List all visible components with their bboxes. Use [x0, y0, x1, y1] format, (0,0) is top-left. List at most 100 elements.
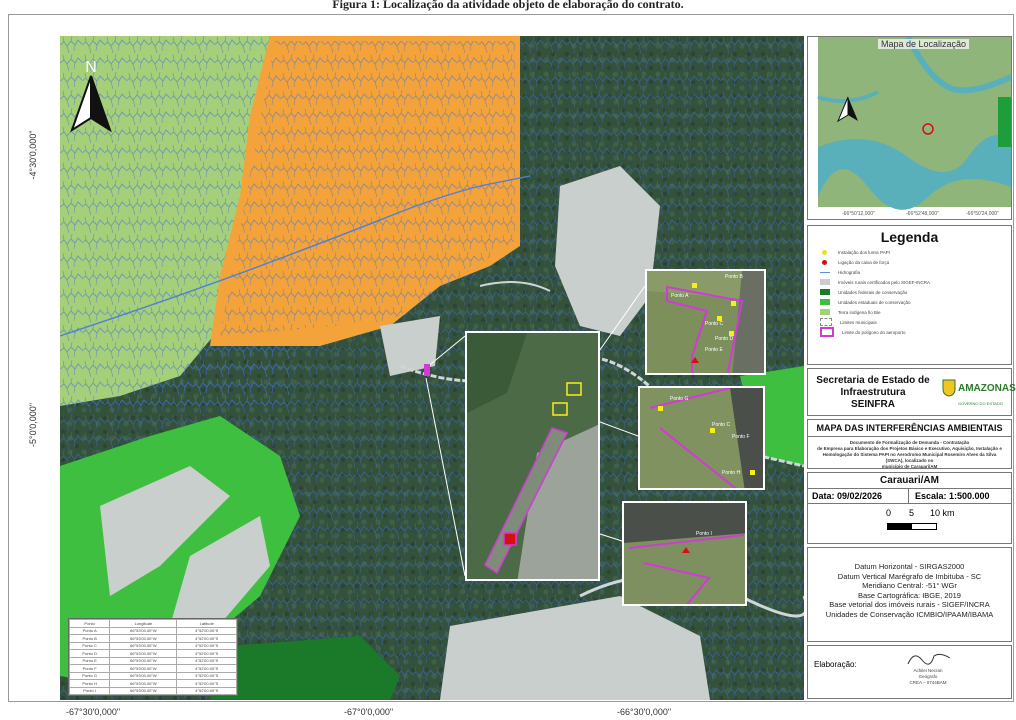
- label-ponto-c2: Ponto C: [712, 422, 731, 428]
- legend-item: Ligação da caixa de força: [820, 257, 1011, 267]
- datum-line5: Base vetorial dos imóveis rurais - SIGEF…: [829, 600, 990, 609]
- table-header: Latitude: [176, 619, 237, 628]
- location-map-title: Mapa de Localização: [878, 39, 970, 49]
- doc-line1: Documento de Formalização de Demanda - C…: [849, 440, 970, 445]
- table-header-row: Ponto Longitude Latitude: [68, 619, 237, 628]
- logo-text: AMAZONAS: [958, 382, 1016, 394]
- elaborator-role: Geógrafo: [918, 674, 938, 679]
- doc-line5: município de Carauari/AM: [881, 464, 938, 469]
- institution-line1: Secretaria de Estado de: [816, 375, 930, 386]
- label-ponto-h: Ponto H: [722, 470, 741, 476]
- location-map[interactable]: Mapa de Localização -66°50'12,000" -66°5…: [807, 36, 1012, 220]
- coord-x-1: -67°30'0,000": [66, 707, 121, 717]
- table-header: Ponto: [68, 619, 111, 628]
- coord-y-1: -4°30'0,000": [28, 130, 38, 180]
- loc-coord-x-3: -66°50'24,000": [966, 211, 999, 217]
- datum-block: Datum Horizontal - SIRGAS2000 Datum Vert…: [807, 547, 1012, 642]
- map-title: MAPA DAS INTERFERÊNCIAS AMBIENTAIS: [816, 423, 1003, 433]
- legend-item: Limites municipais: [820, 317, 1011, 327]
- callout-point-i: Ponto I: [622, 501, 747, 606]
- legend-item: Instalação dos lumis PAPI: [820, 247, 1011, 257]
- place-name: Carauari/AM: [880, 475, 939, 486]
- scale-segment-black: [887, 523, 913, 530]
- label-ponto-d: Ponto D: [715, 336, 734, 342]
- loc-coord-x-1: -66°50'12,000": [842, 211, 875, 217]
- legend-item: Terra indígena fio Bie: [820, 307, 1011, 317]
- elaboration-label: Elaboração:: [814, 660, 857, 669]
- datum-line4: Base Cartográfica: IBGE, 2019: [858, 590, 961, 600]
- scale-tick-0: 0: [886, 508, 892, 518]
- scale-bar: 0 5 10 km: [808, 504, 1011, 540]
- title-block: MAPA DAS INTERFERÊNCIAS AMBIENTAIS Docum…: [807, 419, 1012, 469]
- label-ponto-e: Ponto E: [705, 347, 723, 353]
- institution-block: Secretaria de Estado de Infraestrutura S…: [807, 368, 1016, 416]
- document-description: Documento de Formalização de Demanda - C…: [808, 436, 1011, 470]
- doc-line3: Homologação do Sistema PAPI no Aerodromo…: [822, 452, 997, 457]
- signature-icon: [907, 653, 951, 665]
- datum-line2: Datum Vertical Marégrafo de Imbituba - S…: [837, 571, 982, 581]
- legend-swatch: [820, 327, 834, 337]
- legend-swatch: [820, 279, 830, 285]
- doc-line4: (SWCA), localizado no: [885, 458, 934, 463]
- amazonas-logo: AMAZONAS: [942, 379, 1016, 397]
- scale-tick-10: 10 km: [930, 508, 955, 518]
- datum-line1: Datum Horizontal - SIRGAS2000: [854, 562, 965, 571]
- doc-line2: de Empresa para Elaboração dos Projetos …: [817, 446, 1002, 451]
- elaborator-registration: CREA – 0744BAM: [909, 680, 947, 685]
- coord-x-2: -67°0'0,000": [344, 707, 394, 717]
- legend-swatch: [820, 309, 830, 315]
- date-scale-row: Data: 09/02/2026 Escala: 1:500.000: [808, 488, 1011, 504]
- north-label: N: [85, 59, 97, 76]
- datum-line3: Meridiano Central: -51° WGr: [862, 581, 957, 590]
- legend-item: Hidrografia: [820, 267, 1011, 277]
- map-scale: Escala: 1:500.000: [915, 491, 990, 501]
- label-ponto-c: Ponto C: [705, 321, 724, 327]
- legend-swatch: [820, 318, 832, 326]
- north-arrow-icon: N: [70, 59, 112, 133]
- loc-coord-x-2: -66°52'48,000": [906, 211, 939, 217]
- label-ponto-f: Ponto F: [732, 434, 750, 440]
- legend-swatch: [820, 289, 830, 295]
- logo-subtext: GOVERNO DO ESTADO: [958, 401, 1003, 406]
- figure-caption: Figura 1: Localização da atividade objet…: [332, 0, 684, 11]
- datum-line6: Unidades de Conservação ICMBIO/IPAAM/IBA…: [825, 609, 994, 619]
- scale-segment-white: [911, 523, 937, 530]
- legend-title: Legenda: [880, 229, 939, 245]
- airport-inset: [465, 331, 600, 581]
- legend-swatch: [822, 249, 827, 255]
- legend-item: Imóveis rurais certificados pelo SIGEF-I…: [820, 277, 1011, 287]
- elaboration-signature-text: Achilei Necran Geógrafo CREA – 0744BAM: [868, 668, 988, 686]
- institution-line2: Infraestrutura: [840, 387, 906, 398]
- table-header: Longitude: [109, 619, 178, 628]
- legend-swatch: [820, 299, 830, 305]
- elaboration-block: Elaboração: Achilei Necran Geógrafo CREA…: [807, 645, 1012, 699]
- label-ponto-b: Ponto B: [725, 274, 743, 280]
- scale-tick-5: 5: [909, 508, 915, 518]
- legend-swatch: [820, 271, 830, 273]
- main-map[interactable]: N Ponto A Ponto B Ponto C Ponto: [60, 36, 804, 700]
- institution-line3: SEINFRA: [851, 399, 895, 410]
- callout-point-a-e: Ponto A Ponto B Ponto C Ponto D Ponto E: [645, 269, 766, 375]
- legend-item: Unidades estaduais de conservação: [820, 297, 1011, 307]
- label-ponto-i: Ponto I: [696, 531, 712, 537]
- callout-point-f-h: Ponto G Ponto F Ponto C Ponto H: [638, 386, 765, 490]
- legend-swatch: [822, 259, 827, 265]
- legend-list: Instalação dos lumis PAPI Ligação da cai…: [808, 247, 1011, 337]
- coord-y-2: -5°0'0,000": [28, 402, 38, 448]
- elaborator-name: Achilei Necran: [913, 668, 943, 673]
- legend: Legenda Instalação dos lumis PAPI Ligaçã…: [807, 225, 1012, 365]
- label-ponto-a: Ponto A: [671, 293, 689, 299]
- place-date-scale: Carauari/AM Data: 09/02/2026 Escala: 1:5…: [807, 472, 1012, 544]
- label-ponto-g: Ponto G: [670, 396, 689, 402]
- coord-x-3: -66°30'0,000": [617, 707, 672, 717]
